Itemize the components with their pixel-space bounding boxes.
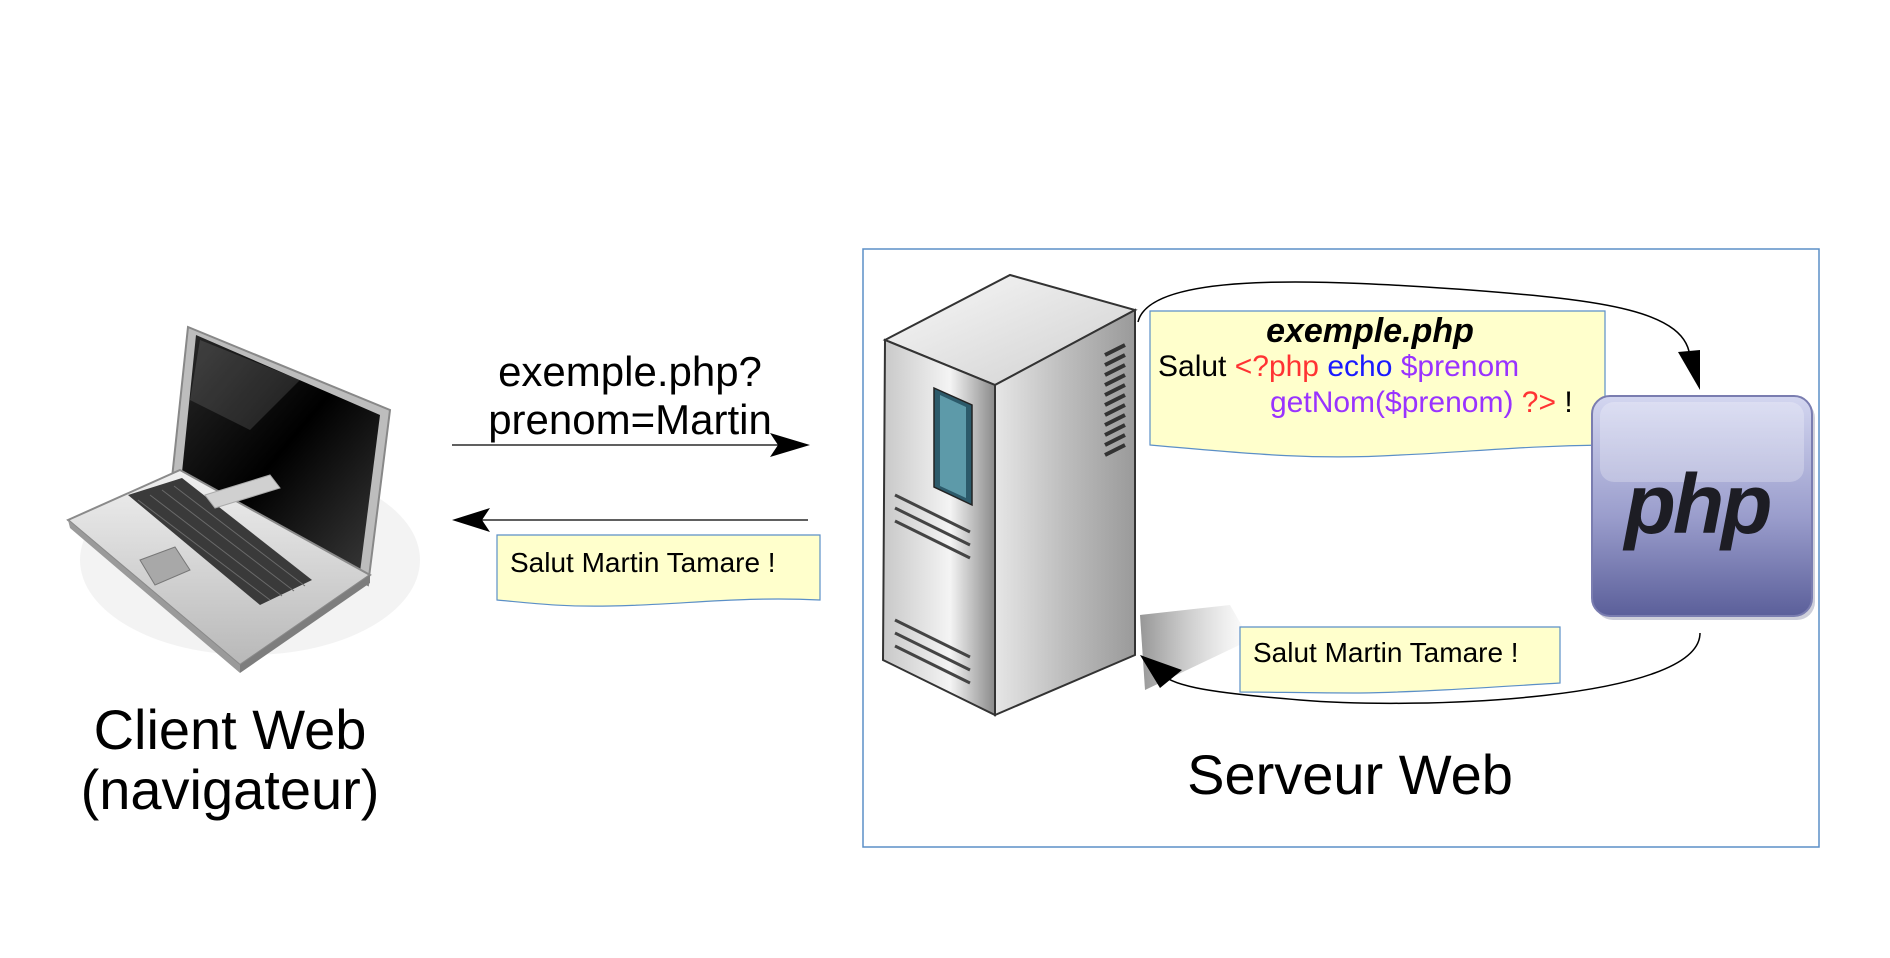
client-response-text: Salut Martin Tamare ! [510,547,776,578]
php-logo-text: php [1624,457,1773,551]
request-url-line2: prenom=Martin [488,396,772,443]
server-response-note [1239,626,1561,694]
code-open-tag: <?php [1234,350,1319,383]
code-func: getNom($prenom) [1270,386,1514,419]
request-arrow [452,433,810,457]
from-php-arrow [1140,632,1701,705]
response-arrow [452,508,808,532]
client-label-line1: Client Web [93,698,367,761]
php-source-note [1149,310,1606,458]
php-logo-icon [1591,395,1815,620]
php-file-title: exemple.php [1266,312,1474,350]
code-close-tag: ?> [1521,386,1556,419]
request-url-label: exemple.php? prenom=Martin [450,348,810,444]
laptop-icon [66,325,420,673]
request-url-line1: exemple.php? [498,348,762,395]
client-label-line2: (navigateur) [80,758,380,821]
client-response-note [496,534,821,607]
code-salut: Salut [1158,350,1227,383]
code-bang: ! [1564,386,1573,419]
server-tower-icon [881,273,1250,717]
server-response-text: Salut Martin Tamare ! [1253,637,1519,668]
server-label: Serveur Web [1187,743,1513,806]
php-code-line2: getNom($prenom) ?> ! [1270,386,1573,420]
code-var: $prenom [1400,350,1520,383]
to-php-arrow [1137,281,1700,390]
php-code-line1: Salut <?php echo $prenom [1158,350,1519,384]
code-echo: echo [1327,350,1393,383]
client-label: Client Web (navigateur) [40,700,420,820]
